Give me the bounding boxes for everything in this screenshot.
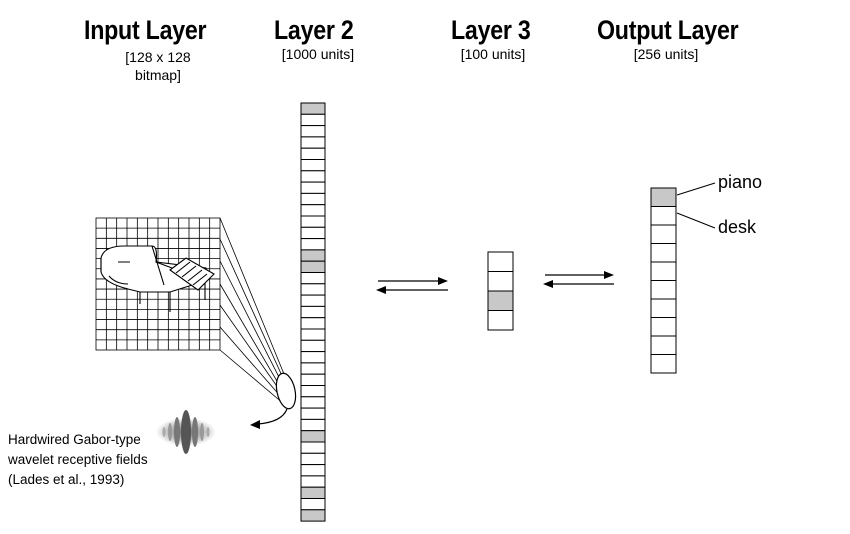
- layer2-unit: [300, 215, 326, 228]
- layer2-unit: [300, 272, 326, 285]
- layer2-unit: [300, 226, 326, 240]
- layer2-unit-active: [300, 260, 326, 274]
- arrows-layer2-layer3: [376, 277, 448, 294]
- layer3-unit: [487, 271, 514, 292]
- layer2-unit-active: [300, 430, 326, 443]
- layer2-unit: [300, 113, 326, 127]
- layer2-unit-active: [300, 486, 326, 500]
- layer3-title: Layer 3: [451, 15, 531, 45]
- layer3-unit: [487, 310, 514, 331]
- layer2-unit: [300, 373, 326, 387]
- output-unit: [650, 354, 677, 374]
- input-layer-title: Input Layer: [84, 15, 207, 45]
- layer2-unit: [300, 362, 326, 375]
- layer2-unit: [300, 385, 326, 398]
- output-unit: [650, 335, 677, 355]
- output-unit: [650, 206, 677, 226]
- layer2-unit-active: [300, 249, 326, 262]
- gabor-caption-line3: (Lades et al., 1993): [8, 472, 125, 487]
- layer2-unit: [300, 452, 326, 466]
- layer2-title: Layer 2: [274, 15, 354, 45]
- output-unit: [650, 280, 677, 300]
- layer2-unit: [300, 125, 326, 138]
- layer2-unit: [300, 441, 326, 454]
- layer2-unit: [300, 396, 326, 409]
- gabor-caption-line1: Hardwired Gabor-type: [8, 432, 141, 447]
- layer2-unit: [300, 147, 326, 160]
- output-layer-title: Output Layer: [597, 15, 739, 45]
- layer2-unit: [300, 294, 326, 307]
- layer2-unit: [300, 407, 326, 420]
- layer2-unit-active: [300, 102, 326, 115]
- layer2-unit: [300, 317, 326, 330]
- output-unit: [650, 224, 677, 244]
- layer2-unit: [300, 192, 326, 206]
- input-layer-size-line2: bitmap]: [135, 67, 181, 83]
- output-unit: [650, 298, 677, 318]
- layer2-unit: [300, 498, 326, 511]
- layer2-size: [1000 units]: [281, 46, 355, 62]
- output-unit-active: [650, 187, 677, 207]
- layer2-unit: [300, 305, 326, 319]
- receptive-field-lines: [219, 217, 285, 405]
- layer2-unit: [300, 464, 326, 477]
- input-layer-size-line1: [128 x 128: [125, 49, 191, 65]
- layer2-unit: [300, 418, 326, 432]
- layer3-unit: [487, 251, 514, 272]
- output-unit: [650, 261, 677, 281]
- gabor-wavelet-icon: [156, 410, 216, 454]
- gabor-caption-line2: wavelet receptive fields: [8, 452, 148, 467]
- output-unit: [650, 317, 677, 337]
- layer2-unit: [300, 170, 326, 183]
- layer2-unit: [300, 328, 326, 341]
- layer2-unit-column: [300, 102, 326, 522]
- output-label-piano: piano: [718, 172, 763, 192]
- gabor-arrow: [250, 408, 288, 429]
- receptive-field-ellipse: [275, 372, 297, 410]
- piano-drawing-icon: [100, 245, 215, 312]
- layer3-size: [100 units]: [460, 46, 526, 62]
- arrows-layer3-output: [543, 271, 614, 288]
- layer2-unit: [300, 181, 326, 194]
- layer2-unit: [300, 159, 326, 172]
- layer2-unit: [300, 136, 326, 149]
- layer2-unit: [300, 238, 326, 251]
- layer3-unit-active: [487, 290, 514, 311]
- output-unit-column: [650, 187, 677, 374]
- layer2-unit: [300, 351, 326, 364]
- layer2-unit: [300, 475, 326, 488]
- layer2-unit-active: [300, 509, 326, 522]
- layer2-unit: [300, 339, 326, 353]
- output-label-pointers: [676, 182, 716, 229]
- layer2-unit: [300, 283, 326, 296]
- output-unit: [650, 243, 677, 263]
- output-layer-size: [256 units]: [633, 46, 699, 62]
- output-label-desk: desk: [718, 217, 757, 237]
- layer2-unit: [300, 204, 326, 217]
- layer3-unit-column: [487, 251, 514, 331]
